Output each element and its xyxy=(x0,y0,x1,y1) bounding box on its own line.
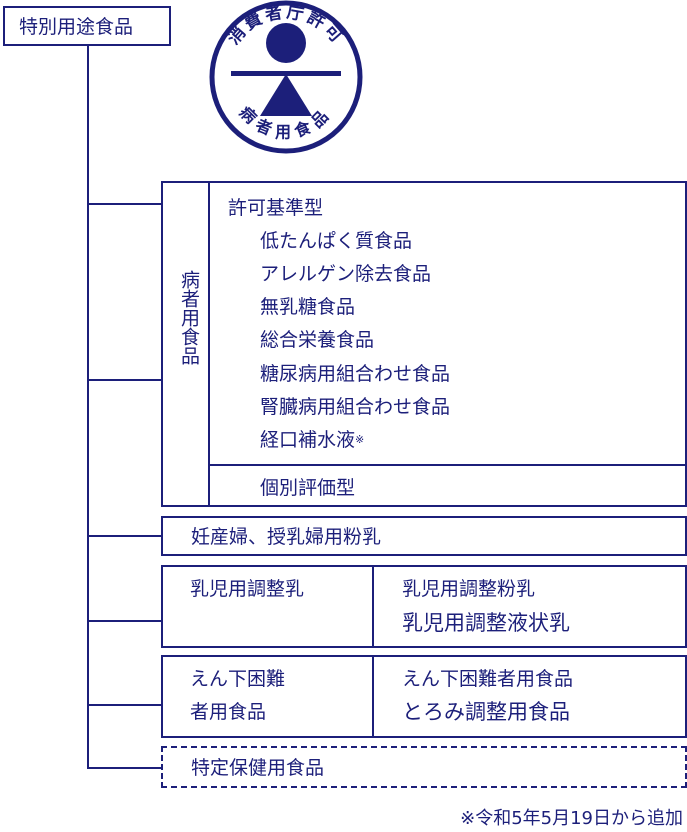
footnote: ※令和5年5月19日から追加 xyxy=(460,808,683,829)
footnote-mark: ※ xyxy=(355,433,365,446)
consumer-agency-seal: 消費者庁許可 病者用食品 xyxy=(209,0,363,154)
branch-sick-top xyxy=(87,203,163,205)
dysphagia-label-line2: 者用食品 xyxy=(190,701,267,723)
branch-specified xyxy=(87,767,163,769)
sick-foods-divider-horizontal xyxy=(208,464,687,466)
branch-sick-bottom xyxy=(87,379,163,381)
approval-item: 糖尿病用組合わせ食品 xyxy=(260,363,451,385)
dysphagia-box xyxy=(161,655,687,738)
seal-outer-ring xyxy=(209,0,363,154)
infant-item: 乳児用調整粉乳 xyxy=(402,578,536,600)
individual-evaluation-title: 個別評価型 xyxy=(260,477,356,499)
dysphagia-divider xyxy=(372,655,374,738)
seal-figure-body xyxy=(260,74,312,116)
specified-health-label: 特定保健用食品 xyxy=(191,757,325,779)
approval-item-oral-rehydration: 経口補水液※ xyxy=(260,428,364,452)
dysphagia-item: えん下困難者用食品 xyxy=(402,668,574,690)
dysphagia-item: とろみ調整用食品 xyxy=(402,700,570,724)
sick-foods-vertical-label: 病者用食品 xyxy=(178,270,200,365)
tree-trunk-top xyxy=(87,44,89,769)
infant-divider xyxy=(372,565,374,648)
approval-item: 無乳糖食品 xyxy=(260,296,356,318)
root-label: 特別用途食品 xyxy=(19,16,134,38)
approval-item: 腎臓病用組合わせ食品 xyxy=(260,396,451,418)
dysphagia-label-line1: えん下困難 xyxy=(190,668,286,690)
approval-item-label: 経口補水液 xyxy=(260,429,356,451)
seal-figure-arms xyxy=(231,71,341,76)
approval-standard-title: 許可基準型 xyxy=(228,197,324,219)
approval-item: アレルゲン除去食品 xyxy=(260,263,432,285)
infant-box xyxy=(161,565,687,648)
approval-item: 総合栄養食品 xyxy=(260,329,375,351)
root-box: 特別用途食品 xyxy=(3,6,171,46)
specified-health-box: 特定保健用食品 xyxy=(161,746,687,788)
infant-label: 乳児用調整乳 xyxy=(190,578,305,600)
approval-item: 低たんぱく質食品 xyxy=(260,230,413,252)
sick-foods-divider-vertical xyxy=(208,181,210,507)
infant-item: 乳児用調整液状乳 xyxy=(402,611,570,635)
pregnant-label: 妊産婦、授乳婦用粉乳 xyxy=(191,526,382,548)
branch-pregnant xyxy=(87,535,163,537)
pregnant-box: 妊産婦、授乳婦用粉乳 xyxy=(161,516,687,556)
sick-foods-outer xyxy=(161,181,687,507)
branch-infant xyxy=(87,620,163,622)
seal-figure-head xyxy=(266,23,306,63)
branch-dysphagia xyxy=(87,704,163,706)
